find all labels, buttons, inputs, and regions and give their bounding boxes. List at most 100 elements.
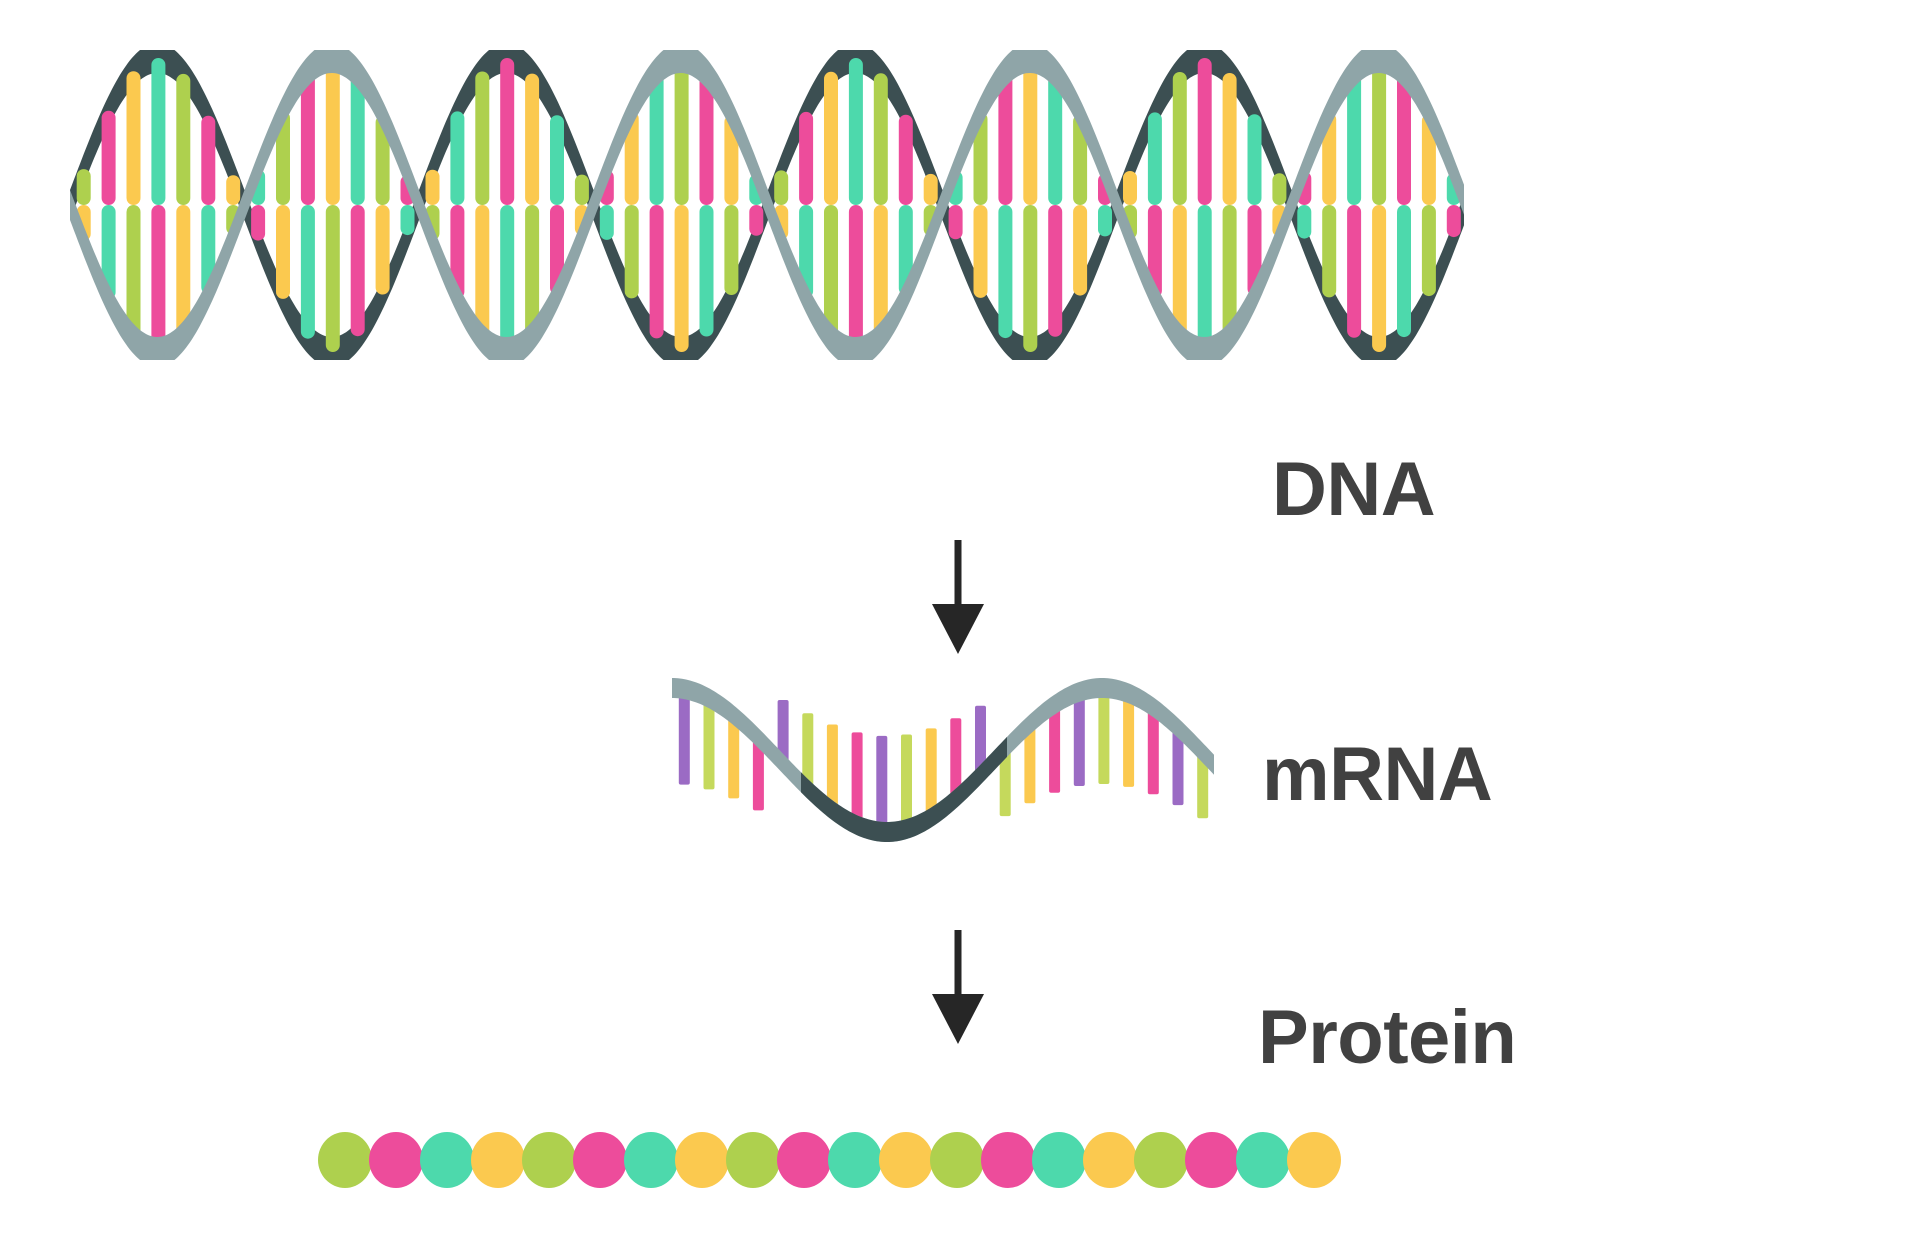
dna-base (375, 205, 390, 295)
dna-base (1098, 205, 1112, 237)
mrna-base (777, 700, 789, 764)
dna-base (674, 205, 689, 352)
mrna-base (851, 732, 863, 826)
mrna-base (1098, 688, 1110, 784)
dna-base (1073, 114, 1088, 205)
protein-label: Protein (1258, 995, 1517, 1080)
dna-base (1172, 205, 1187, 338)
dna-base (226, 175, 241, 205)
dna-base (550, 115, 564, 205)
dna-base (1222, 205, 1237, 337)
mrna-base (1073, 691, 1085, 786)
dna-base (201, 115, 216, 205)
mrna-bases-back (678, 688, 1209, 832)
dna-base (1247, 114, 1262, 205)
dna-base (574, 174, 589, 205)
mrna-base (703, 698, 715, 790)
dna-base (848, 205, 863, 352)
dna-base (151, 58, 166, 205)
dna-base (674, 58, 689, 205)
mrna-base (802, 713, 814, 789)
dna-base (624, 111, 639, 205)
dna-base (1421, 205, 1436, 297)
dna-base (624, 205, 639, 299)
dna-base (699, 73, 714, 205)
dna-base (973, 205, 988, 298)
dna-base (873, 205, 888, 337)
dna-base (101, 205, 116, 300)
dna-base (923, 173, 938, 205)
dna-base (126, 71, 141, 205)
mrna-base (901, 734, 912, 830)
protein-bead (879, 1132, 933, 1188)
mrna-base (1024, 724, 1036, 804)
dna-base (475, 205, 490, 339)
dna-backbone-front-path (70, 50, 1464, 360)
protein-bead (1185, 1132, 1239, 1188)
dna-base (1048, 73, 1063, 205)
dna-base (774, 170, 789, 205)
dna-base (450, 111, 465, 205)
dna-base (973, 112, 988, 205)
dna-base (1322, 112, 1337, 205)
mrna-base (826, 724, 838, 811)
mrna-base (1172, 728, 1184, 806)
protein-bead (471, 1132, 525, 1188)
dna-base (1023, 205, 1038, 352)
dna-base (525, 73, 540, 205)
dna-base (1372, 205, 1387, 352)
dna-base (1172, 72, 1187, 205)
dna-base (425, 169, 440, 205)
dna-base (475, 71, 490, 205)
mrna-base (1197, 752, 1209, 819)
dna-base (824, 71, 838, 205)
mrna-label: mRNA (1262, 732, 1493, 817)
protein-bead (930, 1132, 984, 1188)
protein-bead (1236, 1132, 1290, 1188)
protein-bead-chain (318, 1132, 1341, 1188)
dna-base (525, 205, 540, 337)
dna-base (76, 169, 91, 205)
protein-bead (777, 1132, 831, 1188)
dna-base (126, 205, 141, 339)
protein-bead (1032, 1132, 1086, 1188)
dna-base (873, 73, 888, 205)
dna-base (300, 71, 315, 205)
dna-base (176, 205, 191, 337)
mrna-base (876, 735, 888, 832)
dna-base (848, 58, 863, 205)
dna-base (724, 115, 739, 205)
dna-base (1123, 171, 1137, 205)
mrna-bases-front (801, 736, 1007, 842)
dna-base (799, 111, 814, 205)
protein-bead (675, 1132, 729, 1188)
dna-base (1347, 72, 1362, 205)
dna-base (649, 205, 664, 339)
dna-base (450, 205, 465, 299)
dna-base (1147, 112, 1162, 205)
dna-base (599, 205, 614, 240)
dna-base (1272, 173, 1287, 205)
dna-base (1147, 205, 1162, 298)
dna-base (1421, 113, 1436, 205)
dna-base (251, 205, 266, 241)
dna-base (1347, 205, 1362, 338)
dna-base (1297, 205, 1312, 239)
protein-bead (624, 1132, 678, 1188)
dna-base (325, 58, 340, 205)
dna-base (948, 205, 963, 240)
dna-label: DNA (1272, 447, 1436, 532)
dna-base (998, 71, 1013, 206)
dna-base (276, 111, 290, 205)
dna-base (724, 205, 739, 295)
dna-base (350, 205, 365, 337)
mrna-base (728, 715, 740, 799)
dna-base (350, 73, 365, 205)
mrna-single-strand (672, 678, 1214, 842)
dna-base (1197, 58, 1212, 205)
mrna-to-protein-arrow (932, 930, 984, 1044)
protein-bead (1287, 1132, 1341, 1188)
dna-base (1397, 205, 1411, 338)
protein-bead (981, 1132, 1035, 1188)
protein-bead (318, 1132, 372, 1188)
